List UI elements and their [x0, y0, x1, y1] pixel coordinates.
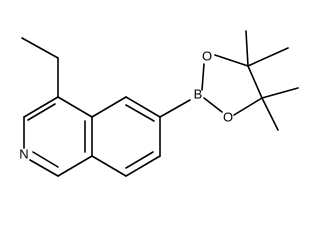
methyl-bond-upper-right: [247, 47, 289, 67]
atom-label-oxygen-lower: O: [223, 109, 233, 124]
ring-bond-c4a-c5: [91, 96, 127, 118]
bond-boron-o-upper: [201, 63, 205, 91]
ring-bond-c4-c3: [23, 96, 59, 118]
methyl-bond-upper-left: [245, 30, 249, 67]
ring-bond-c8-c8a: [91, 155, 127, 177]
ethyl-bond-ch3-ch2: [21, 37, 59, 59]
methyl-bond-lower-right: [261, 87, 299, 99]
ring-bond-c7-c8-double: [125, 151, 154, 169]
bond-o-upper-c: [214, 54, 249, 67]
ring-bond-c1-c8a: [57, 155, 93, 177]
atom-label-boron: B: [194, 86, 203, 101]
atom-label-nitrogen: N: [19, 146, 28, 161]
ring-bond-n2-c1-double: [32, 151, 59, 168]
ring-bond-n2-c1: [29, 159, 59, 177]
bond-o-lower-c: [233, 97, 263, 116]
methyl-bond-lower-down: [261, 97, 279, 131]
ring-bond-c5-c6: [125, 96, 161, 118]
bond-c6-boron: [159, 99, 191, 118]
bond-c-c-ring: [247, 65, 263, 99]
ring-bond-c5-c6-double: [125, 104, 155, 122]
ring-bond-c7-c8: [125, 155, 161, 177]
bond-boron-o-lower: [203, 97, 223, 113]
structure-diagram: N B O O: [19, 30, 299, 177]
atom-label-oxygen-upper: O: [202, 48, 212, 63]
ring-bond-c4-c3-double: [27, 103, 56, 121]
ring-bond-c4a-c4: [57, 96, 93, 118]
